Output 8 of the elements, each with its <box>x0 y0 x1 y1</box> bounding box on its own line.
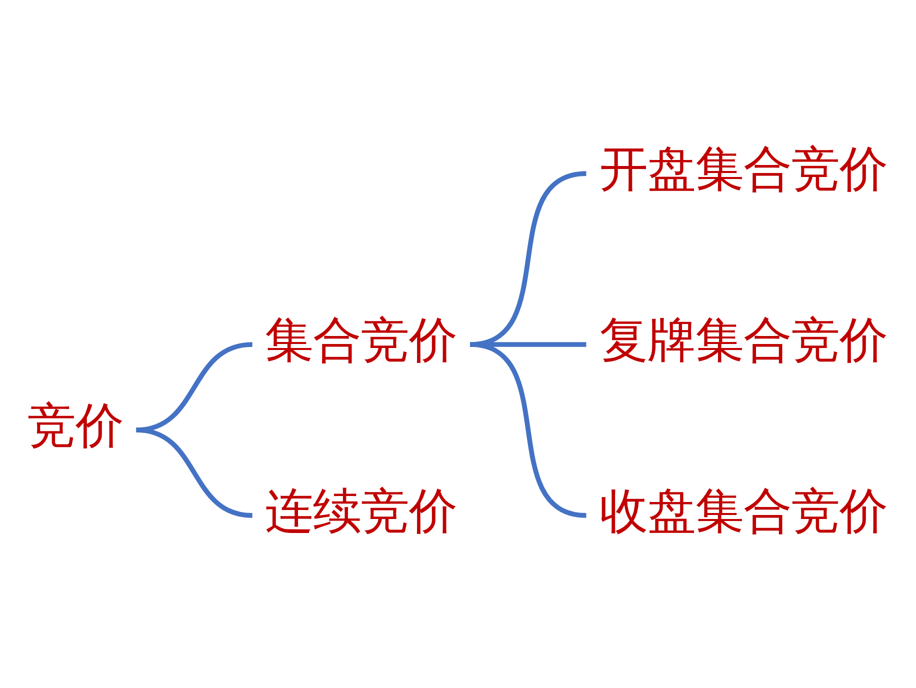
node-text: 开盘集合竞价 <box>600 141 888 198</box>
node-text: 复牌集合竞价 <box>600 312 888 368</box>
connector <box>136 427 253 518</box>
connector <box>470 342 587 518</box>
node-text: 竞价 <box>28 398 124 454</box>
node-text: 收盘集合竞价 <box>600 483 888 540</box>
node-text: 集合竞价 <box>265 312 458 368</box>
node-text: 连续竞价 <box>265 483 458 540</box>
